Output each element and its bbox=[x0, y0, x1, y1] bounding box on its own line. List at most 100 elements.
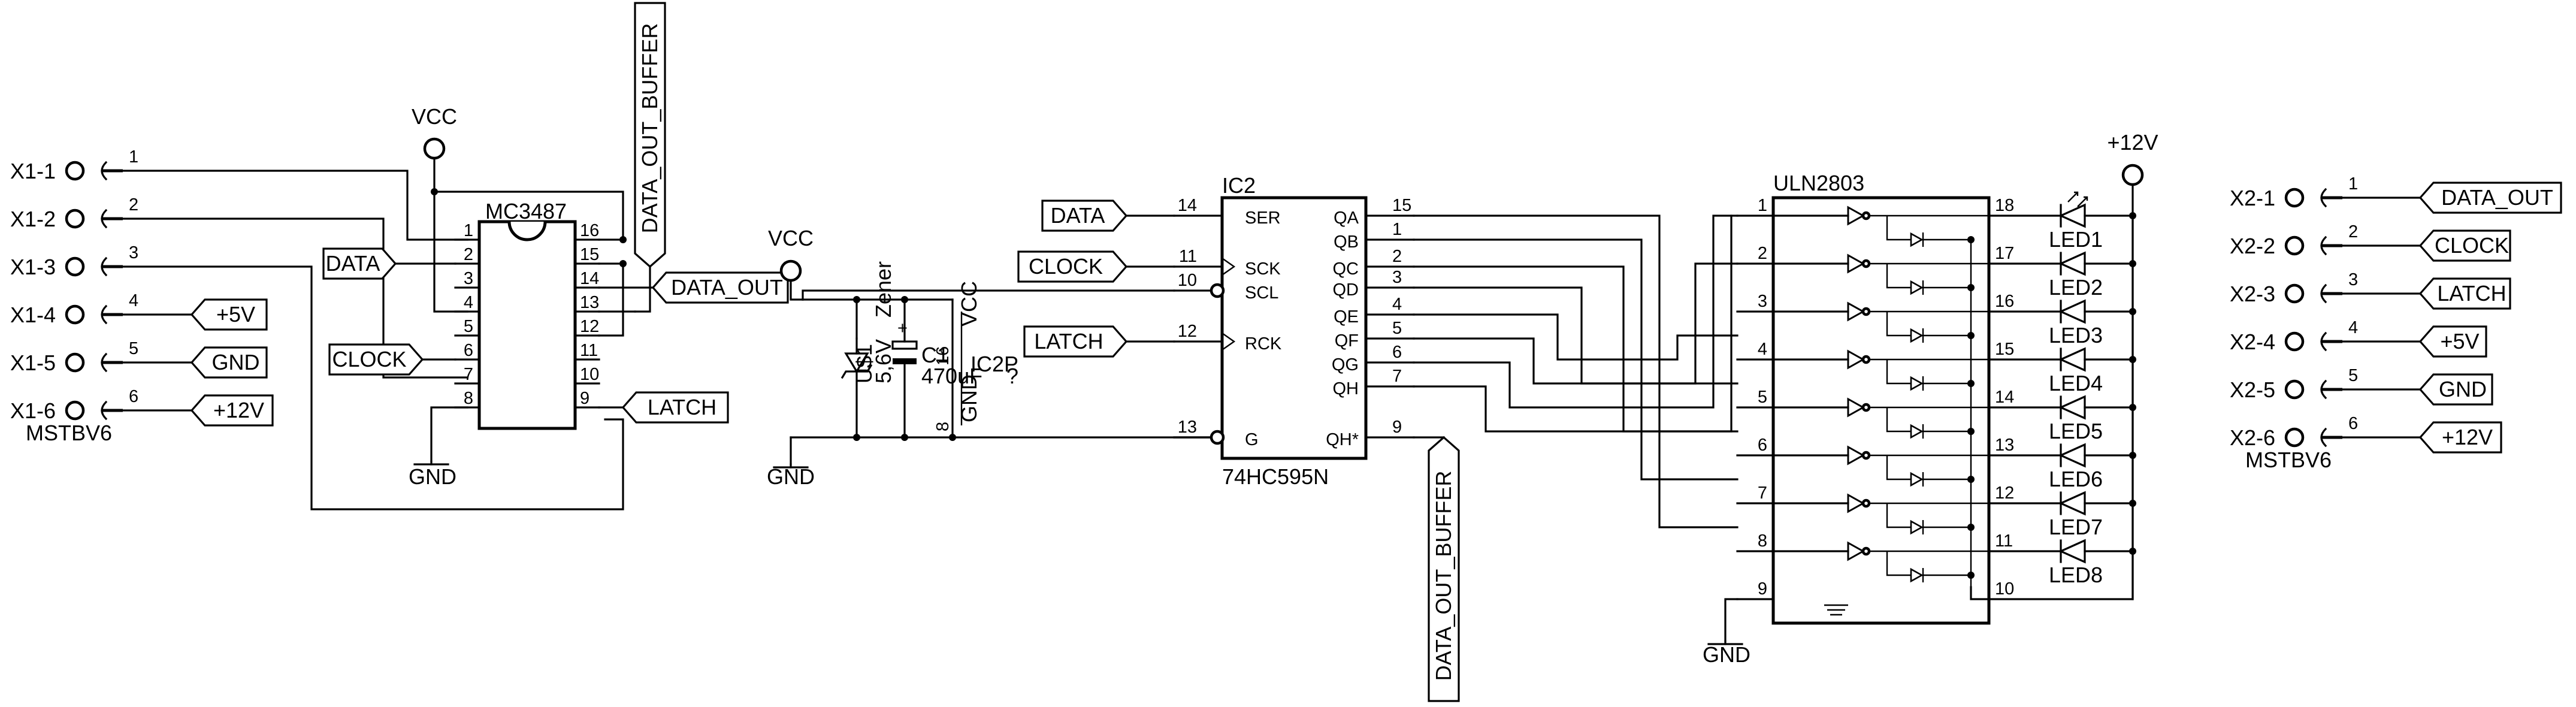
net-flag bbox=[2418, 421, 2502, 454]
connector-pin-label: X1-4 bbox=[10, 303, 56, 327]
uln2803-buffer-bubble bbox=[1861, 546, 1871, 556]
uln2803-input-pin: 2 bbox=[1758, 244, 1767, 263]
net-flag bbox=[2418, 325, 2487, 358]
net-flag bbox=[634, 2, 666, 268]
mc3487-pin-number: 12 bbox=[580, 317, 599, 336]
connector-pin-number: 3 bbox=[129, 243, 138, 262]
connector-name: MSTBV6 bbox=[2245, 448, 2332, 472]
ic2-pin-number: 5 bbox=[1392, 319, 1402, 338]
ic2-to-uln-routing bbox=[1413, 214, 1739, 528]
wire bbox=[1413, 214, 1733, 433]
uln2803-buffer-bubble bbox=[1861, 498, 1871, 508]
wire bbox=[598, 262, 624, 337]
connector-socket bbox=[2320, 188, 2327, 208]
ic2-pin-name: QH* bbox=[1326, 430, 1359, 449]
ic2-pin-name: QB bbox=[1334, 232, 1359, 252]
junction-dot bbox=[1967, 428, 1975, 435]
led-label: LED2 bbox=[2049, 275, 2103, 300]
zener-value: 5,6V bbox=[871, 339, 896, 383]
led-label: LED1 bbox=[2049, 227, 2103, 252]
uln2803-output-pin: 18 bbox=[1995, 196, 2014, 215]
net-flag bbox=[322, 247, 397, 280]
connector-pin-number: 1 bbox=[2348, 174, 2358, 194]
uln2803-buffer bbox=[1847, 445, 1866, 466]
uln2803-diode bbox=[1910, 232, 1924, 247]
connector-socket bbox=[2320, 235, 2327, 256]
junction-dot bbox=[853, 434, 860, 441]
net-flag bbox=[190, 346, 268, 379]
wire bbox=[1413, 262, 1739, 385]
uln2803-input-pin: 7 bbox=[1758, 484, 1767, 503]
wire bbox=[802, 289, 1175, 301]
junction-dot bbox=[1967, 236, 1975, 243]
mc3487-nets: VCCDATACLOCKGNDLATCHDATA_OUTDATA_OUT_BUF… bbox=[322, 2, 789, 489]
net-label: CLOCK bbox=[2435, 233, 2509, 258]
net-flag bbox=[1017, 250, 1128, 283]
net-flag bbox=[1428, 436, 1460, 702]
mc3487-pin-number: 10 bbox=[580, 365, 599, 384]
mc3487-pin-number: 16 bbox=[580, 221, 599, 240]
connector-pin-label: X1-5 bbox=[10, 351, 56, 375]
uln2803-diode bbox=[1910, 567, 1924, 583]
led-triangle bbox=[2058, 251, 2086, 276]
uln2803-output-pin: 12 bbox=[1995, 484, 2014, 503]
net-flag bbox=[328, 343, 424, 376]
junction-dot bbox=[1967, 332, 1975, 339]
net-label: +12V bbox=[2442, 425, 2493, 449]
p12v-circle bbox=[2121, 164, 2144, 186]
wire bbox=[1886, 216, 1911, 241]
ic2p-value: ? bbox=[1006, 364, 1018, 388]
uln2803-input-pin: 3 bbox=[1758, 292, 1767, 311]
ic2p-ref: IC2P bbox=[970, 352, 1018, 376]
junction-dot bbox=[1967, 524, 1975, 531]
connector-pin-label: X2-4 bbox=[2230, 330, 2275, 354]
ic2-pin-name: QE bbox=[1334, 307, 1359, 327]
led-triangle bbox=[2058, 539, 2086, 564]
uln2803-output-pin: 17 bbox=[1995, 244, 2014, 263]
connector-pin-circle bbox=[65, 400, 85, 421]
ic2-inverting-bubble bbox=[1210, 283, 1225, 298]
ic2-pin-number: 14 bbox=[1178, 196, 1197, 215]
connector-pin-circle bbox=[2284, 427, 2305, 448]
connector-pin-number: 2 bbox=[2348, 222, 2358, 241]
uln2803-buffer-bubble bbox=[1861, 451, 1871, 460]
connector-pin-number: 6 bbox=[129, 387, 138, 406]
ic2-pin-name: SCK bbox=[1245, 259, 1281, 279]
net-label: GND bbox=[212, 350, 260, 374]
junction-dot bbox=[1967, 476, 1975, 483]
mc3487-pin-number: 4 bbox=[464, 293, 473, 312]
ic2: IC274HC595N14SER11SCK10SCL12RCK13GQA15QB… bbox=[802, 173, 1460, 702]
connector-socket bbox=[101, 209, 108, 229]
led-triangle bbox=[2058, 203, 2086, 228]
mc3487-pin-number: 11 bbox=[580, 341, 598, 360]
ic2-clock-marker bbox=[1222, 258, 1236, 276]
connector-pin-number: 2 bbox=[129, 195, 138, 214]
uln2803-buffer-bubble bbox=[1861, 211, 1871, 220]
net-label: DATA bbox=[1051, 203, 1105, 228]
mc3487-notch bbox=[507, 221, 547, 241]
connector-socket bbox=[2320, 427, 2327, 448]
connector-socket bbox=[2320, 331, 2327, 352]
uln2803-output-pin: 15 bbox=[1995, 340, 2014, 359]
ic2-pin-name: G bbox=[1245, 430, 1259, 449]
connector-pin-number: 4 bbox=[2348, 318, 2358, 337]
led-label: LED7 bbox=[2049, 515, 2103, 539]
ic2-pin-name: QG bbox=[1332, 355, 1359, 374]
net-flag bbox=[1023, 325, 1128, 358]
uln2803-buffer-bubble bbox=[1861, 403, 1871, 412]
uln2803-buffer-bubble bbox=[1861, 355, 1871, 364]
uln2803-buffer-bubble bbox=[1861, 259, 1871, 268]
cap-plate-pos bbox=[891, 340, 918, 350]
connector-socket bbox=[101, 256, 108, 277]
uln2803-body bbox=[1771, 196, 1991, 625]
ic2-pin-number: 7 bbox=[1392, 367, 1402, 386]
connector-pin-number: 5 bbox=[2348, 366, 2358, 385]
uln2803-buffer bbox=[1847, 206, 1866, 226]
vcc-circle bbox=[423, 137, 446, 160]
wire bbox=[1413, 214, 1739, 409]
ic2-pin-number: 6 bbox=[1392, 343, 1402, 362]
uln2803-buffer bbox=[1847, 253, 1866, 274]
